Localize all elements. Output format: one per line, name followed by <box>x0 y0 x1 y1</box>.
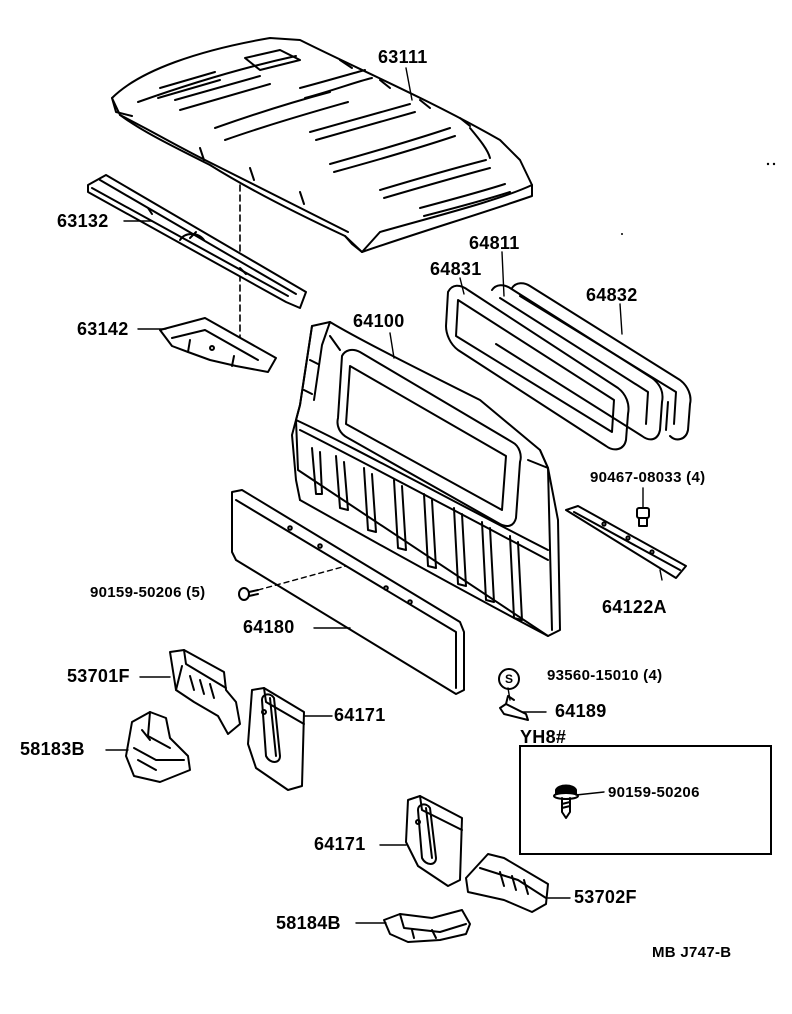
speck-mark <box>772 162 776 166</box>
part-label-90159-50206-qty5: 90159-50206 (5) <box>90 584 206 601</box>
bracket-64122A <box>566 506 686 578</box>
footer-code: MB J747-B <box>652 944 732 961</box>
speck-mark <box>621 233 623 235</box>
part-label-90467-08033: 90467-08033 (4) <box>590 469 706 486</box>
bracket-64171-upper <box>248 688 304 790</box>
speck-mark <box>766 162 770 166</box>
part-label-64171-upper: 64171 <box>334 705 386 725</box>
part-label-64180: 64180 <box>243 617 295 637</box>
back-window-assembly <box>446 283 691 449</box>
back-panel <box>292 322 560 636</box>
part-label-58183B: 58183B <box>20 739 85 759</box>
bracket-58183B <box>126 712 190 782</box>
part-label-63111: 63111 <box>378 47 428 67</box>
part-label-90159-50206-inset: 90159-50206 <box>608 784 700 801</box>
inset-title: YH8# <box>520 727 567 747</box>
part-label-64171-lower: 64171 <box>314 834 366 854</box>
part-label-64122A: 64122A <box>602 597 667 617</box>
s-marker-icon: S <box>498 668 520 690</box>
part-label-64811: 64811 <box>469 233 520 253</box>
part-label-64100: 64100 <box>353 311 405 331</box>
back-trim-panel <box>232 490 464 694</box>
part-label-53701F: 53701F <box>67 666 130 686</box>
part-label-58184B: 58184B <box>276 913 341 933</box>
part-label-64189: 64189 <box>555 701 607 721</box>
brace-53702F <box>466 854 548 912</box>
roof-panel <box>112 38 532 252</box>
clip-90467-icon <box>637 508 649 526</box>
inset-screw-icon <box>554 786 578 819</box>
screw-90159-icon <box>239 566 346 600</box>
part-label-64831: 64831 <box>430 259 482 279</box>
inset-frame <box>519 745 772 855</box>
bracket-64189 <box>500 696 528 720</box>
leader-lines <box>106 68 662 923</box>
bracket-58184B <box>384 910 470 942</box>
part-label-63142: 63142 <box>77 319 129 339</box>
roof-bracket <box>160 318 276 372</box>
part-label-53702F: 53702F <box>574 887 637 907</box>
part-label-63132: 63132 <box>57 211 109 231</box>
part-label-93560-15010: 93560-15010 (4) <box>547 667 663 684</box>
bracket-64171-lower <box>406 796 462 886</box>
part-label-64832: 64832 <box>586 285 638 305</box>
roof-header-rail <box>88 175 306 308</box>
brace-53701F <box>170 650 240 734</box>
